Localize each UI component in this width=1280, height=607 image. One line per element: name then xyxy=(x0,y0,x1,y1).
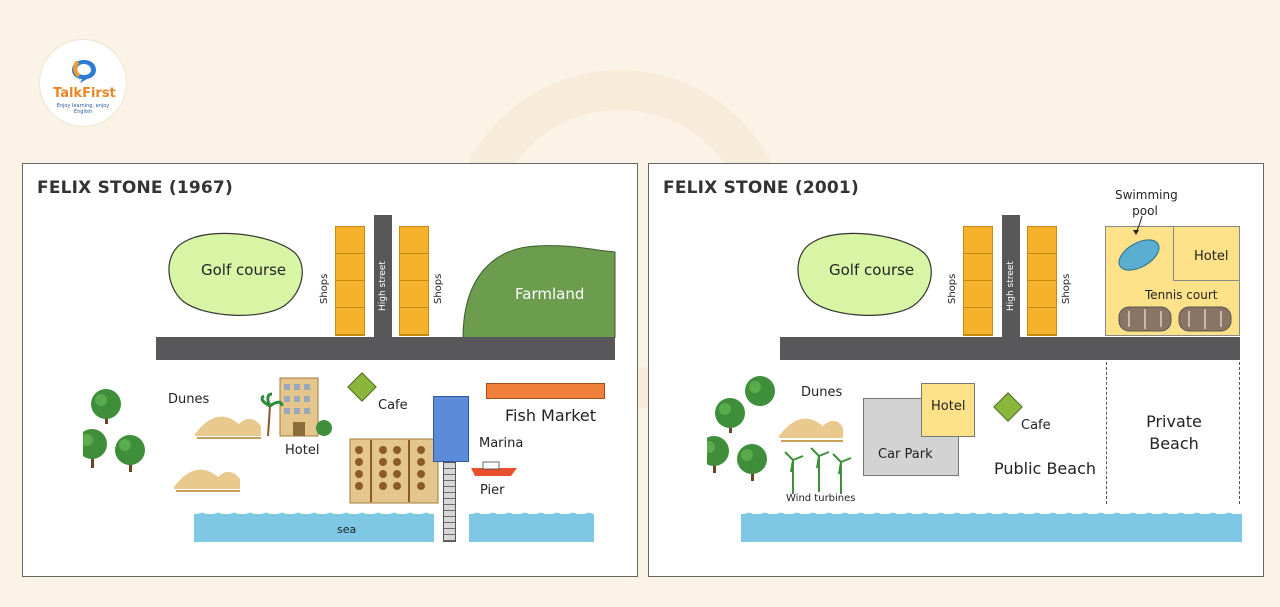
dunes-icon xyxy=(779,418,843,442)
map-2001-panel: FELIX STONE (2001) Golf course Shops Hig… xyxy=(648,163,1264,577)
fish-market-block xyxy=(486,383,605,399)
boat-icon xyxy=(471,461,517,476)
hotel-top-block xyxy=(1173,226,1240,281)
main-road xyxy=(156,337,615,360)
hotel-block xyxy=(921,383,975,437)
farmland-area xyxy=(462,245,616,338)
car-park-block xyxy=(863,398,959,476)
cafe-marker xyxy=(993,392,1023,422)
wind-turbines-icon xyxy=(784,447,852,494)
private-beach-boundary-right xyxy=(1239,362,1240,504)
pier-label: Pier xyxy=(480,483,505,498)
main-road xyxy=(780,337,1240,360)
shops-left-label: Shops xyxy=(319,273,330,304)
private-beach-boundary-left xyxy=(1106,362,1107,504)
cafe-marker xyxy=(347,372,377,402)
high-street-road xyxy=(374,215,392,337)
sea xyxy=(741,508,1242,542)
hotel-label: Hotel xyxy=(285,443,320,458)
speech-bubble-icon xyxy=(72,60,96,83)
marina-area xyxy=(349,438,439,504)
tennis-courts-shape xyxy=(1118,306,1232,332)
map-1967-panel: FELIX STONE (1967) Golf course Shops Hig… xyxy=(22,163,638,577)
golf-course-label: Golf course xyxy=(829,261,915,279)
shops-right-block xyxy=(1027,226,1057,336)
map-1967-title: FELIX STONE (1967) xyxy=(37,178,233,198)
golf-course-area xyxy=(168,232,303,316)
private-beach-label: Private Beach xyxy=(1146,412,1202,453)
wind-turbines-label: Wind turbines xyxy=(786,493,856,504)
hotel-label: Hotel xyxy=(931,399,966,414)
high-street-road xyxy=(1002,215,1020,337)
dunes-label: Dunes xyxy=(168,392,210,407)
fish-market-label: Fish Market xyxy=(505,406,597,425)
hotel-building-icon xyxy=(260,377,332,437)
shops-left-block xyxy=(963,226,993,336)
talkfirst-logo[interactable] xyxy=(40,40,126,126)
cafe-label: Cafe xyxy=(1021,418,1051,433)
shops-right-label: Shops xyxy=(1061,273,1072,304)
sea-label: sea xyxy=(337,523,357,536)
high-street-label: High street xyxy=(1006,261,1016,311)
marina-label: Marina xyxy=(479,436,524,451)
golf-course-label: Golf course xyxy=(201,261,287,279)
pier-head xyxy=(433,396,469,462)
swimming-pool-shape xyxy=(1118,239,1160,271)
cafe-label: Cafe xyxy=(378,398,408,413)
swimming-pool-label: Swimming pool xyxy=(1115,188,1178,218)
dunes-icon-2 xyxy=(174,469,240,492)
shops-right-block xyxy=(399,226,429,336)
shops-left-label: Shops xyxy=(947,273,958,304)
hotel-top-label: Hotel xyxy=(1194,249,1229,264)
farmland-label: Farmland xyxy=(515,285,585,303)
sea-right xyxy=(469,508,594,542)
brand-tagline: Enjoy learning, enjoy English xyxy=(56,103,110,115)
public-beach-label: Public Beach xyxy=(994,459,1096,478)
car-park-label: Car Park xyxy=(878,447,933,462)
trees-icon xyxy=(707,376,775,481)
trees-icon xyxy=(83,389,145,472)
pier-walkway xyxy=(443,462,456,542)
sea-left xyxy=(194,508,434,542)
dunes-label: Dunes xyxy=(801,385,843,400)
brand-name: TalkFirst xyxy=(53,86,116,101)
shops-right-label: Shops xyxy=(433,273,444,304)
tennis-court-label: Tennis court xyxy=(1145,288,1218,302)
high-street-label: High street xyxy=(378,261,388,311)
arrow-icon xyxy=(1133,216,1143,235)
map-2001-title: FELIX STONE (2001) xyxy=(663,178,859,198)
golf-course-area xyxy=(797,232,932,316)
dunes-icon xyxy=(195,416,261,439)
shops-left-block xyxy=(335,226,365,336)
